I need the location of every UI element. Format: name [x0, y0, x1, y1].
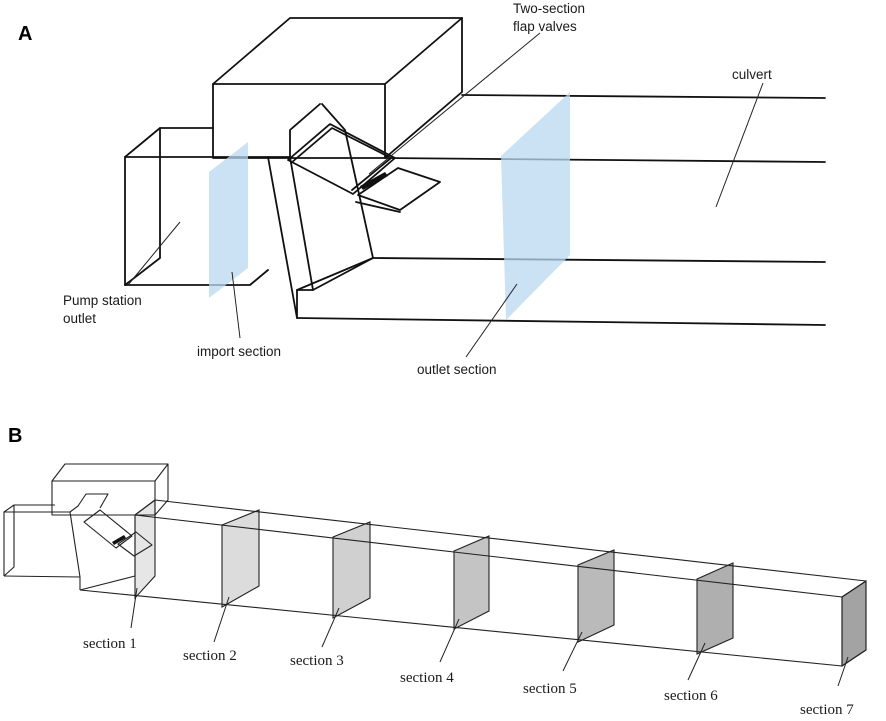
section-plane-5 — [577, 549, 615, 643]
section-leader-6 — [687, 642, 706, 681]
outlet-section-leader — [465, 283, 518, 358]
section-label-1: section 1 — [83, 636, 137, 652]
section-plane-7 — [841, 579, 867, 668]
import-section-label: import section — [197, 344, 281, 359]
section-label-5: section 5 — [523, 681, 577, 697]
section-plane-6 — [696, 562, 734, 655]
section-labels: section 1 section 2 section 3 section 4 sect… — [83, 587, 854, 718]
section-leader-3 — [321, 607, 340, 648]
culvert-label: culvert — [732, 67, 772, 82]
flap-valves — [287, 123, 441, 213]
section-leader-5 — [562, 631, 583, 672]
section-plane-4 — [453, 535, 490, 630]
section-label-2: section 2 — [183, 648, 237, 664]
flap-valves-leader — [368, 32, 541, 175]
section-planes — [134, 498, 867, 668]
b-flap-valves — [83, 509, 153, 557]
culvert-channel — [296, 94, 826, 326]
outlet-section-label: outlet section — [417, 362, 497, 377]
import-section-plane — [209, 142, 248, 298]
section-leader-2 — [213, 596, 230, 643]
flap-valves-label-line1: Two-section — [513, 1, 585, 16]
section-label-3: section 3 — [290, 653, 344, 669]
section-plane-2 — [221, 509, 260, 608]
section-label-4: section 4 — [400, 670, 454, 686]
b-inlet-box — [3, 493, 109, 590]
b-upper-box — [51, 463, 169, 516]
pump-outlet-label-line2: outlet — [63, 311, 96, 326]
section-label-7: section 7 — [800, 702, 854, 718]
section-label-6: section 6 — [664, 688, 718, 704]
transition-section — [267, 103, 374, 319]
panel-b: B — [3, 425, 867, 718]
outlet-section-plane — [501, 92, 570, 320]
section-plane-3 — [332, 521, 371, 619]
panel-a-letter: A — [18, 23, 32, 45]
pump-outlet-label-line1: Pump station — [63, 293, 142, 308]
section-leader-1 — [130, 587, 138, 629]
section-leader-4 — [439, 618, 460, 663]
panel-b-letter: B — [8, 425, 22, 447]
pump-outlet-leader — [127, 221, 181, 286]
section-leader-7 — [837, 656, 849, 687]
upper-box — [212, 17, 463, 159]
b-culvert — [79, 499, 867, 667]
import-section-leader — [231, 271, 241, 339]
culvert-leader — [715, 82, 764, 208]
panel-a: A — [18, 1, 826, 377]
flap-valves-label-line2: flap valves — [513, 19, 577, 34]
